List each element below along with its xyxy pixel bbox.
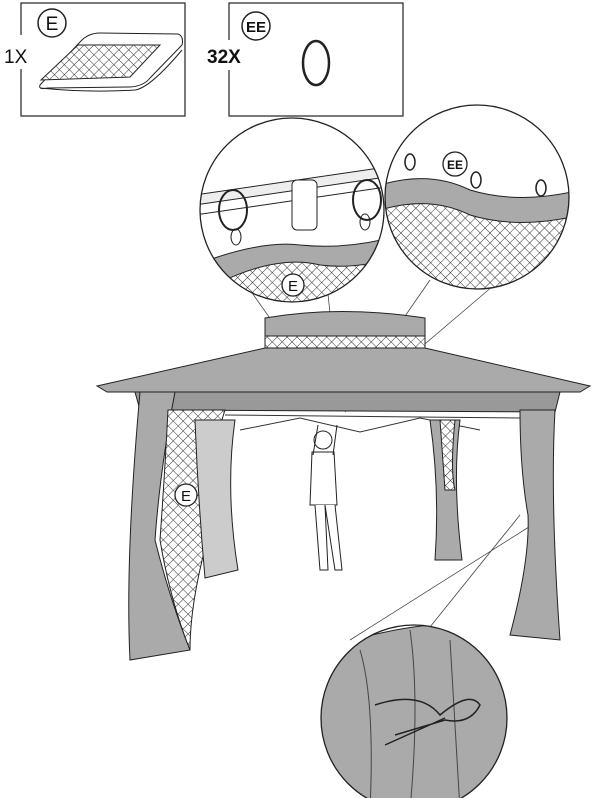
part-label-circle bbox=[37, 8, 67, 38]
part-ee-label: EE bbox=[246, 19, 266, 36]
part-e-label: E bbox=[46, 14, 59, 35]
part-e-quantity: 1X bbox=[4, 47, 28, 68]
detail-circle-tie-back bbox=[320, 624, 508, 798]
gazebo-e-label: E bbox=[181, 488, 191, 505]
curtain-ring-icon bbox=[301, 39, 331, 87]
part-e-box: E 1X bbox=[4, 2, 186, 117]
right-circle-ee-label: EE bbox=[447, 158, 463, 172]
part-ee-box: EE 32X bbox=[205, 2, 404, 117]
part-label-circle bbox=[241, 11, 271, 41]
detail-circle-mesh-rings: EE bbox=[384, 104, 570, 290]
detail-circle-ring-hooks: E bbox=[199, 117, 385, 303]
part-ee-quantity: 32X bbox=[207, 47, 241, 68]
gazebo-illustration: E bbox=[95, 311, 592, 661]
mesh-netting-panel-icon bbox=[39, 32, 183, 92]
left-circle-e-label: E bbox=[288, 278, 298, 295]
